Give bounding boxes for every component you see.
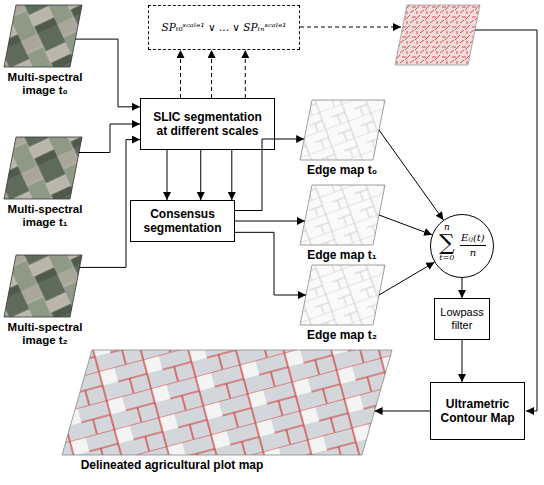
process-label: Ultrametric Contour Map	[437, 397, 518, 426]
edge-map-image: Edge map t₂	[300, 265, 385, 325]
image-thumbnail	[4, 5, 82, 67]
process-label: Consensus segmentation	[141, 207, 224, 236]
connector-arrow	[167, 150, 168, 200]
input-image: Multi-spectral image t₁	[4, 137, 82, 199]
formula-text: n	[470, 248, 476, 258]
process-box: Consensus segmentation	[130, 200, 235, 242]
process-label: Lowpass filter	[437, 306, 487, 332]
parallelogram-shape	[4, 5, 82, 67]
image-thumbnail	[300, 185, 385, 245]
dashed-arrow	[300, 27, 401, 28]
image-caption: Multi-spectral image t₀	[2, 71, 88, 97]
sum-operator-circle: n∑t=0Eᵢⱼ(t)n	[430, 214, 494, 278]
connector-arrow	[379, 130, 443, 220]
connector-arrow	[462, 278, 463, 298]
input-image: Multi-spectral image t₀	[4, 5, 82, 67]
process-box: Ultrametric Contour Map	[430, 382, 525, 440]
connector-arrow	[379, 262, 434, 295]
image-caption: Edge map t₁	[292, 249, 392, 262]
image-caption: Multi-spectral image t₂	[2, 321, 88, 347]
image-thumbnail	[300, 100, 385, 160]
image-thumbnail	[4, 137, 82, 199]
formula-text: Eᵢⱼ(t)	[460, 233, 486, 246]
dashed-arrow	[245, 50, 246, 98]
image-thumbnail	[300, 265, 385, 325]
parallelogram-shape	[4, 137, 82, 199]
connector-arrow	[235, 232, 306, 295]
edge-map-image: Edge map t₁	[300, 185, 385, 245]
image-caption: Edge map t₀	[292, 164, 392, 177]
connector-arrow	[235, 221, 305, 222]
connector-arrow	[75, 39, 140, 107]
connector-arrow	[379, 215, 432, 235]
superpixel-overlay-image	[395, 5, 480, 65]
image-thumbnail	[4, 255, 82, 317]
dashed-arrow	[211, 50, 212, 98]
edge-map-image: Edge map t₀	[300, 100, 385, 160]
process-label: SLIC segmentation at different scales	[151, 110, 264, 139]
formula-column: n∑t=0	[439, 223, 455, 262]
image-caption: Multi-spectral image t₁	[2, 203, 88, 229]
formula-text: ∑	[439, 232, 455, 254]
parallelogram-shape	[300, 185, 385, 245]
parallelogram-shape	[4, 255, 82, 317]
operator-circle	[431, 215, 494, 278]
parallelogram-shape	[300, 265, 385, 325]
dashed-arrow	[180, 50, 181, 98]
formula-column: Eᵢⱼ(t) n	[460, 233, 486, 258]
superpixel-union-box: SPₜ₀ˢᶜᵃˡᵉ¹ ∨ ... ∨ SPₜₙˢᶜᵃˡᵉ¹	[148, 5, 300, 50]
parallelogram-shape	[62, 350, 392, 455]
formula-text: SPₜ₀ˢᶜᵃˡᵉ¹ ∨ ... ∨ SPₜₙˢᶜᵃˡᵉ¹	[162, 21, 287, 34]
filter-box: Lowpass filter	[434, 298, 490, 340]
connector-arrow	[462, 340, 463, 382]
flow-line	[475, 30, 537, 411]
connector-arrow	[79, 124, 140, 153]
formula-text: n	[444, 223, 450, 232]
formula-text: t=0	[439, 254, 454, 262]
connector-arrow	[375, 411, 430, 412]
connector-arrow	[200, 150, 201, 200]
parallelogram-shape	[300, 100, 385, 160]
image-caption: Delineated agricultural plot map	[62, 459, 282, 472]
process-box: SLIC segmentation at different scales	[140, 98, 275, 150]
output-map-image: Delineated agricultural plot map	[62, 350, 392, 455]
connector-arrow	[231, 150, 232, 200]
input-image: Multi-spectral image t₂	[4, 255, 82, 317]
image-caption: Edge map t₂	[292, 329, 392, 342]
image-thumbnail	[62, 350, 392, 455]
